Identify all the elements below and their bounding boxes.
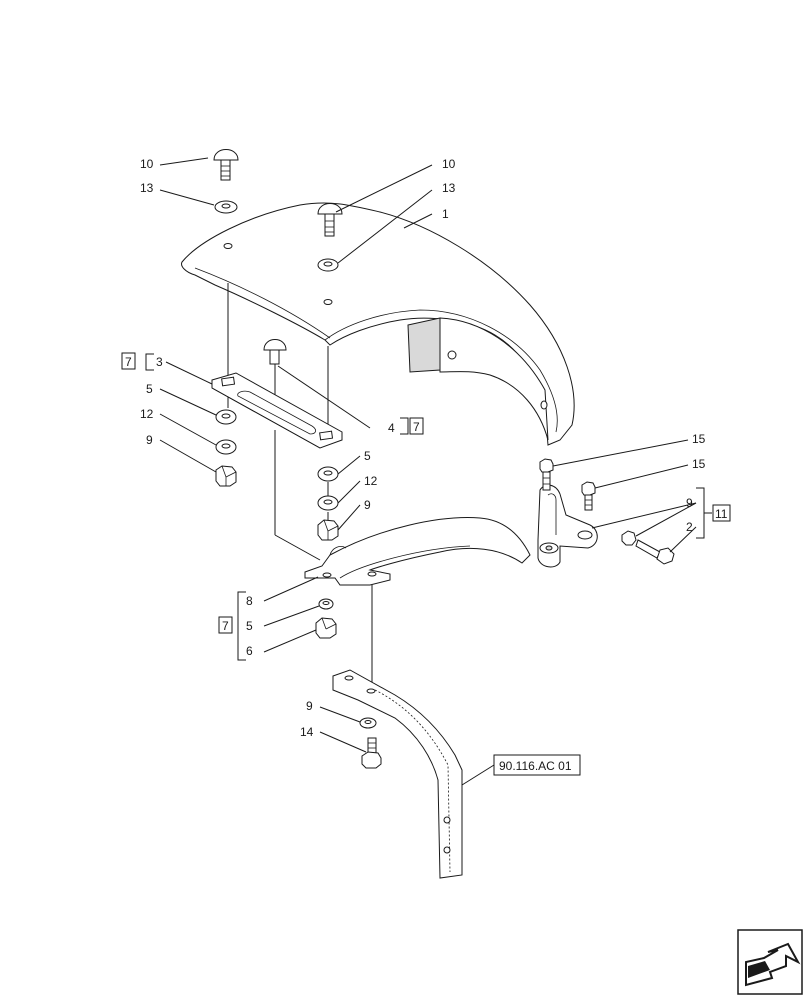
reference-box: [409, 417, 424, 435]
callout-13: 13: [140, 181, 154, 195]
callout-13: 13: [442, 181, 456, 195]
lock-washer: [317, 495, 339, 511]
washer: [359, 717, 377, 729]
reference-box: [712, 504, 731, 522]
callout-15: 15: [692, 432, 706, 446]
reference-box: [218, 616, 233, 634]
slotted-plate: [211, 372, 343, 449]
callout-9: 9: [686, 496, 693, 510]
group-brackets: [145, 353, 712, 661]
hex-bolt: [581, 481, 596, 511]
callout-9: 9: [306, 699, 313, 713]
callout-3: 3: [156, 355, 163, 369]
carriage-bolt: [317, 203, 343, 237]
callout-2: 2: [686, 520, 693, 534]
callout-4: 4: [388, 421, 395, 435]
callout-10: 10: [442, 157, 456, 171]
nut: [621, 530, 637, 546]
callout-box-11: 11: [715, 507, 728, 521]
hex-bolt: [361, 737, 382, 769]
callout-12: 12: [140, 407, 154, 421]
nut: [315, 617, 337, 639]
callout-1: 1: [442, 207, 449, 221]
nut: [215, 465, 237, 487]
hex-bolt: [539, 458, 554, 491]
curved-bracket: [304, 517, 531, 586]
support-stay: [332, 669, 463, 879]
callout-12: 12: [364, 474, 378, 488]
callout-6: 6: [246, 644, 253, 658]
callout-15: 15: [692, 457, 706, 471]
washer: [318, 598, 334, 610]
fender: [181, 202, 575, 446]
callout-box-7: 7: [125, 355, 132, 369]
leader-lines: [159, 157, 697, 786]
callout-10: 10: [140, 157, 154, 171]
callout-8: 8: [246, 594, 253, 608]
nut: [317, 519, 339, 541]
callout-9: 9: [146, 433, 153, 447]
callout-box-7: 7: [413, 420, 420, 434]
callout-14: 14: [300, 725, 314, 739]
hex-bolt: [635, 539, 675, 565]
reference-box: [493, 754, 581, 776]
washer: [214, 200, 238, 214]
callout-5: 5: [246, 619, 253, 633]
callout-5: 5: [146, 382, 153, 396]
arrow-icon[interactable]: [737, 929, 803, 995]
callout-box-7: 7: [222, 619, 229, 633]
hinge-bracket: [537, 484, 598, 568]
lock-washer: [215, 439, 237, 455]
washer: [317, 466, 339, 482]
washer: [317, 258, 339, 272]
callout-9: 9: [364, 498, 371, 512]
carriage-bolt: [213, 149, 239, 181]
callout-5: 5: [364, 449, 371, 463]
reference-label: 90.116.AC 01: [499, 759, 572, 773]
washer: [215, 409, 237, 425]
reference-box: [121, 352, 136, 370]
